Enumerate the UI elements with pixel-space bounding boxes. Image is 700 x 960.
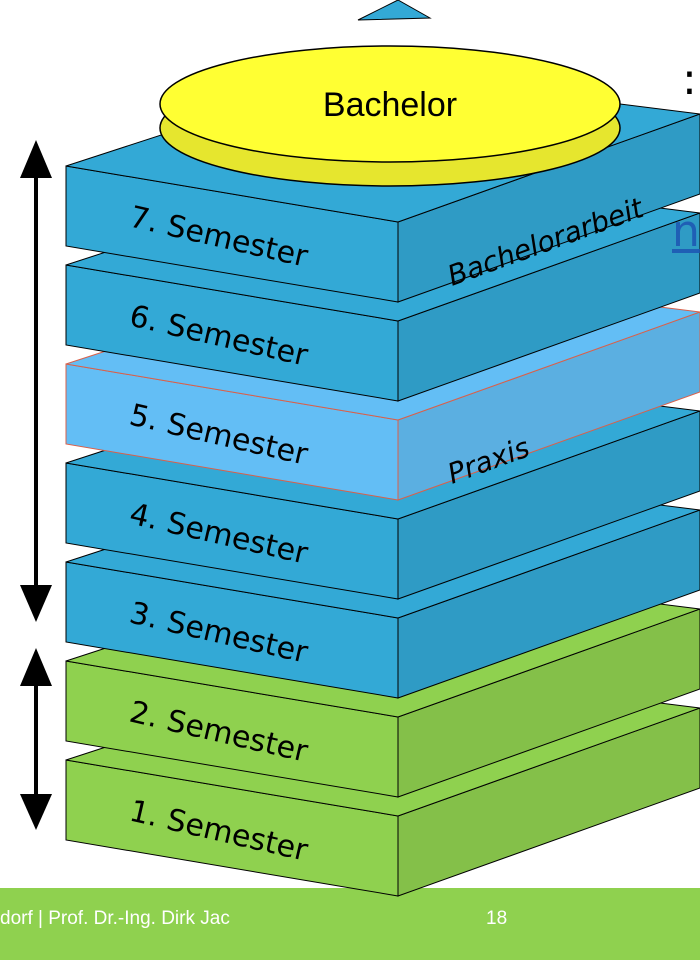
bachelor-disc: Bachelor (159, 45, 621, 187)
bachelor-label: Bachelor (323, 86, 457, 124)
footer-right-text: 18 (486, 908, 508, 929)
duration-arrow-lower (20, 648, 52, 830)
text-fragment-colon: : (682, 54, 697, 105)
duration-arrow-upper (20, 140, 52, 622)
text-fragment-n: n (672, 206, 700, 257)
stack-peak (357, 0, 432, 21)
footer-left-text: dorf | Prof. Dr.-Ing. Dirk Jac (0, 908, 230, 929)
footer-text: dorf | Prof. Dr.-Ing. Dirk Jac 18 (0, 908, 700, 938)
footer-bar (0, 888, 700, 960)
